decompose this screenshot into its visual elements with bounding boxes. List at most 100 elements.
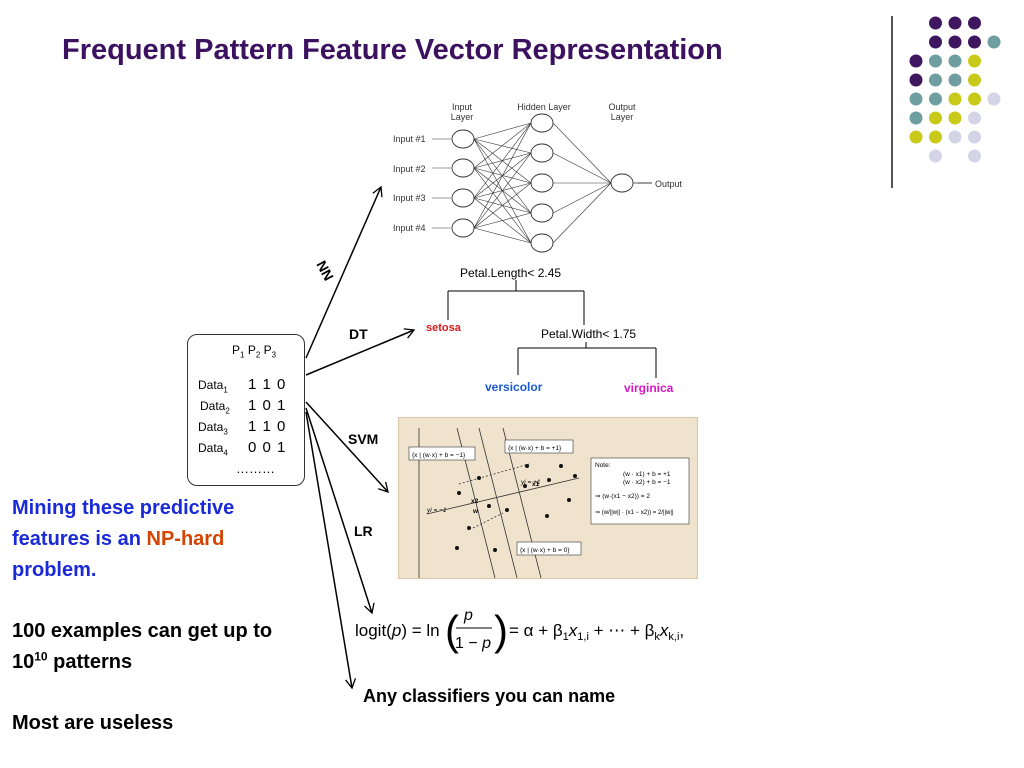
nn-node	[530, 143, 554, 163]
classifiers-caption: Any classifiers you can name	[363, 686, 616, 706]
decorative-dot	[948, 111, 962, 125]
nn-edge	[473, 122, 532, 229]
np-hard-text: NP-hard	[146, 528, 225, 550]
nn-node	[610, 173, 634, 193]
svm-point	[545, 514, 549, 518]
nn-edge	[473, 122, 532, 169]
svm-label-yneg: yi = −1	[426, 507, 447, 514]
nn-node	[530, 203, 554, 223]
left-line-2a: features is an	[12, 528, 147, 550]
arrow-to-svm	[305, 401, 389, 493]
svm-note-line: ⇒ (w/||w|| · (x1 − x2)) = 2/||w||	[595, 510, 674, 516]
decorative-dot	[909, 130, 923, 144]
left-line-6: Most are useless	[12, 712, 174, 734]
nn-edge	[552, 182, 612, 214]
svm-point	[547, 478, 551, 482]
nn-hidden-layer-label: Hidden Layer	[517, 102, 571, 112]
decorative-dot	[987, 35, 1001, 49]
decorative-dot	[909, 92, 923, 106]
svm-point	[505, 508, 509, 512]
matrix-row-bits: 1 1 0	[248, 376, 287, 393]
decorative-dot	[948, 16, 962, 30]
decorative-dot	[968, 54, 981, 68]
decorative-dot	[948, 35, 962, 49]
matrix-header: P1 P2 P3	[232, 343, 276, 359]
decorative-dot	[968, 92, 981, 106]
branch-label-dt: DT	[349, 326, 368, 342]
matrix-row-bits: 0 0 1	[248, 439, 287, 456]
arrow-to-dt	[305, 328, 416, 376]
svm-point	[493, 548, 497, 552]
decorative-dot	[929, 111, 942, 125]
nn-node	[451, 158, 475, 178]
svm-point	[477, 476, 481, 480]
svm-point	[559, 464, 563, 468]
left-line-4: 100 examples can get up to	[12, 620, 273, 642]
arrow-to-any	[305, 411, 357, 690]
matrix-row-bits: 1 0 1	[248, 397, 287, 414]
decorative-dot-grid	[909, 16, 1001, 163]
nn-edge	[473, 122, 532, 199]
decorative-dot	[929, 35, 942, 49]
svm-point	[457, 491, 461, 495]
svm-point	[567, 498, 571, 502]
tree-leaf-virginica: virginica	[624, 381, 674, 395]
svg-text:(: (	[445, 607, 459, 654]
nn-node	[530, 233, 554, 253]
nn-node	[451, 218, 475, 238]
svm-point	[467, 526, 471, 530]
decorative-dot	[929, 73, 942, 87]
nn-edge	[473, 138, 532, 184]
nn-edge	[473, 227, 532, 244]
decorative-dot	[929, 54, 942, 68]
decorative-dot	[929, 92, 942, 106]
matrix-ellipsis: ………	[236, 461, 275, 476]
tree-root-label: Petal.Length< 2.45	[460, 266, 561, 280]
matrix-header-p1: P1	[232, 343, 245, 360]
svg-text:p: p	[463, 607, 473, 624]
branch-label-svm: SVM	[348, 431, 378, 447]
decorative-dot	[948, 92, 962, 106]
svg-text:): )	[494, 607, 508, 654]
divider-line	[891, 16, 893, 188]
matrix-row-bits: 1 1 0	[248, 418, 287, 435]
decorative-dot	[929, 149, 942, 163]
svm-hyperplane-neg: {x | (w·x) + b = −1}	[412, 452, 466, 459]
branch-label-lr: LR	[354, 523, 373, 539]
left-line-5-base: 10	[12, 651, 35, 673]
nn-edge	[552, 152, 612, 184]
nn-edge	[473, 212, 532, 229]
decision-tree-diagram	[447, 280, 657, 378]
decorative-dot	[909, 73, 923, 87]
svg-text:= α + β1x1,i + ⋯ + βkxk,i,: = α + β1x1,i + ⋯ + βkxk,i,	[509, 621, 684, 643]
left-line-1: Mining these predictive	[12, 497, 235, 519]
arrow-to-lr	[305, 407, 375, 615]
decorative-dot	[968, 149, 981, 163]
svg-text:logit(p) = ln: logit(p) = ln	[355, 621, 440, 640]
nn-input-1: Input #1	[393, 134, 426, 144]
svm-note-line: ⇒ (w·(x1 − x2)) = 2	[595, 493, 650, 500]
decorative-dot	[968, 35, 981, 49]
svm-point	[523, 484, 527, 488]
svm-label-x1: x1	[532, 481, 540, 488]
decorative-dot	[968, 130, 981, 144]
left-line-2: features is an NP-hard	[12, 524, 224, 554]
decorative-dot	[909, 111, 923, 125]
svm-hyperplane-pos: {x | (w·x) + b = +1}	[508, 445, 562, 452]
decorative-dot	[909, 54, 923, 68]
svm-label-w: w	[472, 508, 479, 515]
tree-leaf-setosa: setosa	[426, 322, 462, 334]
nn-edge	[552, 182, 612, 244]
svm-point	[487, 504, 491, 508]
nn-edge	[473, 122, 532, 140]
nn-input-3: Input #3	[393, 193, 426, 203]
logit-formula: logit(p) = ln ( p 1 − p ) = α + β1x1,i +…	[355, 607, 684, 654]
